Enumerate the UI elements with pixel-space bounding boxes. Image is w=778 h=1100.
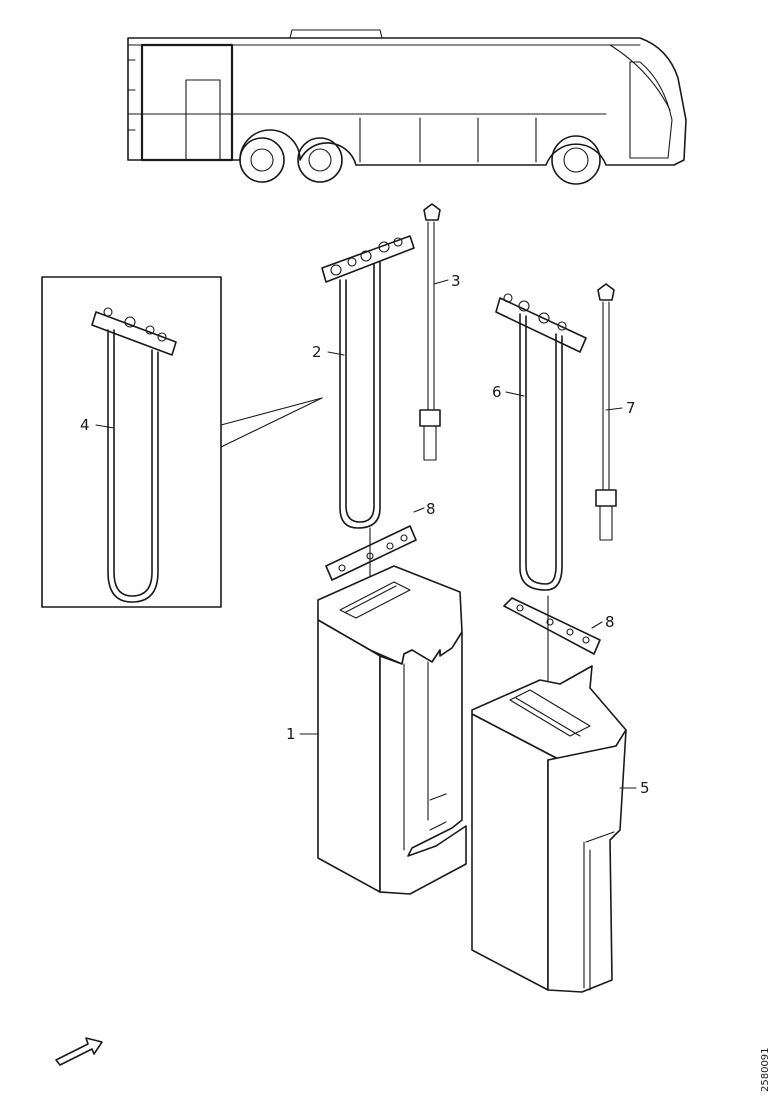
sensor-right xyxy=(595,283,617,541)
tank-left xyxy=(317,565,467,895)
document-id: 2580091 xyxy=(760,1047,771,1092)
leader-lines xyxy=(95,279,637,789)
callout-labels: 4 2 3 6 7 8 8 1 5 xyxy=(80,272,650,797)
callout-gasket-lower: 8 xyxy=(605,613,615,631)
callout-sensor-right: 7 xyxy=(626,399,636,417)
callout-gasket-upper: 8 xyxy=(426,500,436,518)
bus-overview xyxy=(127,29,687,185)
callout-heater-right: 6 xyxy=(492,383,502,401)
heater-left xyxy=(321,235,415,529)
tank-right xyxy=(471,665,627,993)
sensor-left xyxy=(419,203,441,461)
detail-inset xyxy=(41,276,323,608)
callout-tank-left: 1 xyxy=(286,725,296,743)
callout-detail-heater: 4 xyxy=(80,416,90,434)
heater-right xyxy=(495,293,587,591)
direction-arrow-icon xyxy=(55,1037,103,1066)
callout-heater-left: 2 xyxy=(312,343,322,361)
callout-tank-right: 5 xyxy=(640,779,650,797)
callout-sensor-left: 3 xyxy=(451,272,461,290)
